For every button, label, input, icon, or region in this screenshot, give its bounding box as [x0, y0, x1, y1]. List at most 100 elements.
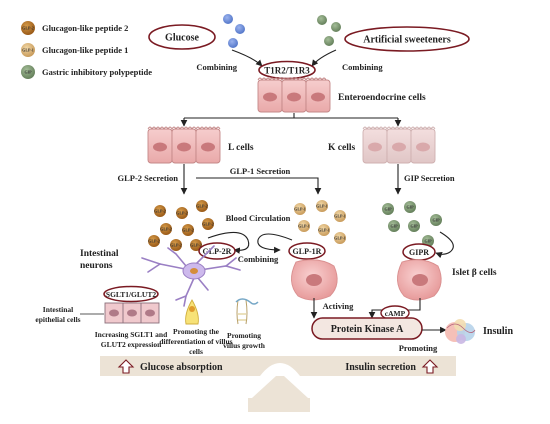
- villus-differentiation-icon: [185, 299, 199, 325]
- sweetener-dot: [317, 15, 327, 25]
- svg-text:GIP: GIP: [390, 224, 398, 229]
- islet-cell-right: [397, 259, 442, 301]
- glp1r-oval: [288, 242, 326, 260]
- svg-text:GIP: GIP: [406, 205, 414, 210]
- arrow-sweeteners-to-receptor: [311, 49, 337, 67]
- transporter-label: SGLT1/GLUT2: [106, 290, 156, 299]
- legend-glp1-label: Glucagon-like peptide 1: [42, 45, 128, 55]
- svg-text:GLP-1: GLP-1: [334, 236, 346, 241]
- glucose-dot: [228, 38, 238, 48]
- svg-text:GLP-1: GLP-1: [316, 204, 328, 209]
- legend-gip-label: Gastric inhibitory polypeptide: [42, 67, 152, 77]
- glucose-oval: [148, 24, 216, 50]
- arrow-glp2-to-receptor: [207, 231, 250, 254]
- promoting-diff-label-1: Promoting the: [173, 327, 220, 336]
- promoting-growth-label-1: Promoting: [227, 331, 261, 340]
- svg-text:GLP-1: GLP-1: [318, 228, 330, 233]
- receptor-label: T1R2/T1R3: [264, 66, 310, 76]
- svg-text:GLP-2: GLP-2: [176, 211, 188, 216]
- glp1-secretion-label: GLP-1 Secretion: [230, 166, 291, 176]
- l-cells: [147, 126, 221, 164]
- legend-gip-dot: [21, 65, 35, 79]
- arrow-glucose-to-receptor: [231, 49, 263, 67]
- svg-text:GLP-1: GLP-1: [294, 207, 306, 212]
- blood-circulation-label: Blood Circulation: [226, 213, 291, 223]
- arrow-glp1-to-receptor: [257, 233, 293, 254]
- arrow-glp1-secretion: [196, 177, 322, 195]
- increasing-label-1: Increasing SGLT1 and: [95, 330, 168, 339]
- islet-label: Islet β cells: [452, 268, 497, 278]
- legend: GLP-2 Glucagon-like peptide 2 GLP-1 Gluc…: [21, 21, 152, 79]
- sweetener-dot: [324, 36, 334, 46]
- camp-label: cAMP: [385, 309, 406, 318]
- balance-bar: [100, 356, 456, 412]
- svg-text:GLP-2: GLP-2: [182, 228, 194, 233]
- insulin-secretion-label: Insulin secretion: [345, 362, 416, 373]
- k-cells-label: K cells: [328, 143, 355, 153]
- legend-glp2-dot-label: GLP-2: [22, 26, 34, 31]
- enteroendocrine-cells: [257, 77, 331, 113]
- svg-text:GLP-2: GLP-2: [190, 243, 202, 248]
- epithelial-cells: [104, 302, 160, 324]
- promoting-diff-label-3: cells: [189, 347, 203, 356]
- intestinal-neurons-label-2: neurons: [80, 261, 113, 271]
- promoting-growth-label-2: villus growth: [223, 341, 266, 350]
- l-cells-label: L cells: [228, 143, 254, 153]
- sweetener-dot: [331, 22, 341, 32]
- arrow-gip-to-receptor: [435, 231, 454, 259]
- svg-text:GLP-2: GLP-2: [202, 222, 214, 227]
- gip-secretion-label: GIP Secretion: [404, 173, 455, 183]
- promoting-diff-label-2: differentiation of villus: [159, 337, 232, 346]
- pka-box: [311, 317, 423, 340]
- svg-text:GLP-1: GLP-1: [334, 214, 346, 219]
- promoting-label: Promoting: [399, 343, 438, 353]
- increasing-label-2: GLUT2 expression: [101, 340, 162, 349]
- neuron-nucleus: [190, 268, 198, 274]
- glucose-absorption-label: Glucose absorption: [140, 362, 223, 373]
- insulin-molecule: [445, 319, 476, 344]
- legend-gip-dot-label: GIP: [24, 70, 32, 75]
- svg-text:GLP-1: GLP-1: [298, 224, 310, 229]
- intestinal-neurons-label-1: Intestinal: [80, 249, 119, 259]
- sweeteners-group: Artificial sweeteners: [317, 15, 470, 52]
- glucose-dot: [223, 14, 233, 24]
- glp2r-label: GLP-2R: [203, 247, 232, 256]
- legend-glp2-dot: [21, 21, 35, 35]
- svg-text:GLP-2: GLP-2: [148, 239, 160, 244]
- gipr-label: GIPR: [409, 248, 429, 257]
- sweeteners-label: Artificial sweeteners: [363, 35, 451, 46]
- transporter-oval: [103, 285, 159, 303]
- activing-label: Activing: [323, 301, 354, 311]
- glp1r-label: GLP-1R: [293, 247, 322, 256]
- epithelial-label-1: Intestinal: [43, 305, 73, 314]
- svg-text:GLP-2: GLP-2: [160, 227, 172, 232]
- epithelial-label-2: epithelial cells: [35, 315, 80, 324]
- glp2-cluster: GLP-2 GLP-2 GLP-2 GLP-2 GLP-2 GLP-2 GLP-…: [148, 200, 214, 251]
- insulin-label: Insulin: [483, 326, 513, 337]
- svg-text:GLP-2: GLP-2: [196, 204, 208, 209]
- glp2r-oval: [198, 242, 236, 260]
- gip-cluster: GIP GIP GIP GIP GIP GIP: [382, 201, 442, 247]
- villus-growth-icon: [235, 298, 259, 325]
- legend-glp2-label: Glucagon-like peptide 2: [42, 23, 128, 33]
- svg-text:GIP: GIP: [410, 224, 418, 229]
- islet-cell-left: [291, 259, 338, 301]
- neuron-illustration: [141, 245, 241, 307]
- pka-label: Protein Kinase A: [331, 324, 404, 335]
- glp2-secretion-label: GLP-2 Secretion: [117, 173, 178, 183]
- sweeteners-oval: [344, 26, 470, 52]
- combining-left-label: Combining: [196, 62, 237, 72]
- svg-text:GLP-2: GLP-2: [170, 243, 182, 248]
- middle-combining-label: Combining: [238, 254, 279, 264]
- glucose-dot: [235, 24, 245, 34]
- svg-text:GLP-2: GLP-2: [154, 209, 166, 214]
- combining-right-label: Combining: [342, 62, 383, 72]
- enteroendocrine-label: Enteroendocrine cells: [338, 93, 426, 103]
- svg-text:GIP: GIP: [432, 218, 440, 223]
- svg-text:GIP: GIP: [384, 207, 392, 212]
- legend-glp1-dot: [21, 43, 35, 57]
- svg-text:GIP: GIP: [424, 239, 432, 244]
- glucose-group: Glucose: [148, 14, 245, 50]
- branch-line: [184, 113, 398, 119]
